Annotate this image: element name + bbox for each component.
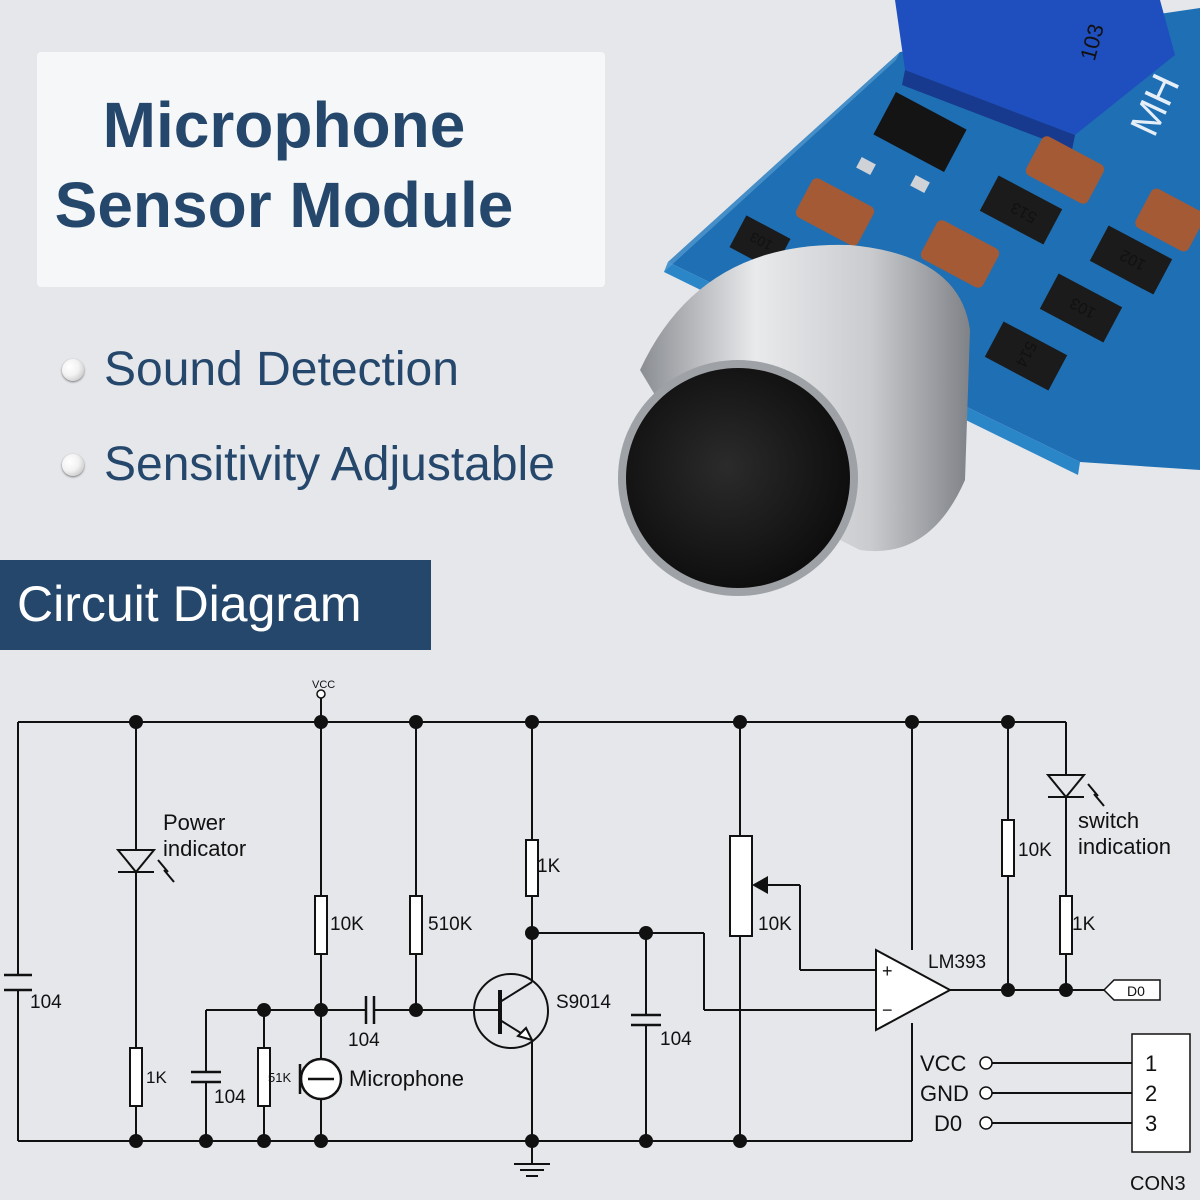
smd-capacitors [795, 136, 1200, 288]
feature-label: Sensitivity Adjustable [104, 438, 555, 491]
feature-sensitivity-adjustable: Sensitivity Adjustable [62, 437, 555, 492]
label-transistor: S9014 [556, 992, 611, 1013]
section-title: Circuit Diagram [17, 576, 362, 632]
label-switch-indication-2: indication [1078, 834, 1171, 859]
comparator-minus: − [882, 1000, 893, 1020]
potentiometer-icon: 103 [895, 0, 1175, 150]
label-r-led: 1K [1072, 914, 1096, 935]
pin-gnd-label: GND [920, 1081, 969, 1106]
pin-d0-label: D0 [934, 1111, 962, 1136]
smd-resistors: 513 102 103 514 103 [729, 175, 1173, 391]
title-card [37, 52, 605, 287]
label-r-pullup: 10K [1018, 840, 1052, 861]
label-r-510k: 510K [428, 914, 473, 935]
label-power-indicator-2: indicator [163, 836, 246, 861]
label-c-left: 104 [30, 992, 62, 1013]
connector-pin: 2 [1145, 1081, 1157, 1106]
junction-dots [129, 715, 1073, 1148]
vcc-label: VCC [312, 679, 335, 691]
label-power-indicator-1: Power [163, 810, 225, 835]
switch-led-icon [1045, 774, 1105, 807]
label-c-collector: 104 [660, 1029, 692, 1050]
connector-pin: 1 [1145, 1051, 1157, 1076]
ic-chip [873, 92, 967, 172]
bullet-icon [62, 358, 84, 381]
label-c-mic: 104 [214, 1087, 246, 1108]
bullet-icon [62, 453, 84, 476]
section-banner [0, 560, 431, 650]
label-r-collector: 1K [537, 856, 561, 877]
ground-icon [514, 1163, 550, 1177]
label-comparator: LM393 [928, 952, 986, 973]
wires [17, 694, 1132, 1164]
feature-label: Sound Detection [104, 343, 459, 396]
transistor-symbol [473, 973, 549, 1049]
label-r-51k: 51K [268, 1070, 291, 1085]
feature-sound-detection: Sound Detection [62, 342, 459, 397]
potentiometer-symbol [729, 835, 768, 937]
label-c-coupling: 104 [348, 1030, 380, 1051]
connector-pin: 3 [1145, 1111, 1157, 1136]
label-microphone: Microphone [349, 1066, 464, 1091]
connector-box [1131, 1033, 1191, 1153]
output-tag-label: D0 [1127, 983, 1145, 999]
label-r-10k-bias: 10K [330, 914, 364, 935]
capacitor-symbols [4, 973, 661, 1084]
pin-terminals [979, 1056, 993, 1130]
comparator-symbol [875, 948, 953, 1032]
microphone-capsule-icon [618, 244, 970, 596]
circuit-diagram: VCC [4, 679, 1191, 1195]
power-led-icon [115, 849, 175, 883]
title-line-2: Sensor Module [54, 169, 514, 241]
label-r-power: 1K [146, 1068, 167, 1087]
title-line-1: Microphone [102, 89, 466, 161]
microphone-symbol [298, 1057, 343, 1101]
connector-name: CON3 [1130, 1173, 1186, 1195]
resistor-symbols [129, 819, 1073, 1107]
pcb-edge-light [664, 52, 900, 272]
pin-vcc-label: VCC [920, 1051, 967, 1076]
label-switch-indication-1: switch [1078, 808, 1139, 833]
label-potentiometer: 10K [758, 914, 792, 935]
comparator-plus: + [882, 961, 893, 981]
output-tag [1102, 979, 1161, 1001]
module-photo: 103 MH 513 102 103 514 103 [618, 0, 1200, 596]
vcc-terminal [316, 689, 326, 699]
